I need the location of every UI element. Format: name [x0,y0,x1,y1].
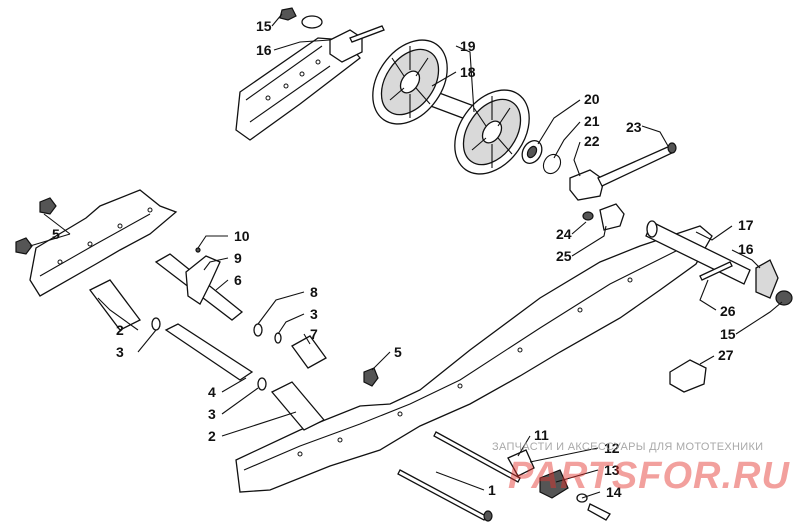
callout-19: 19 [460,38,476,54]
callout-17: 17 [738,217,754,233]
callout-16: 16 [256,42,272,58]
upper-fastener-set [279,7,385,63]
callout-5-b: 5 [394,344,402,360]
callout-5: 5 [52,226,60,242]
callout-26: 26 [720,303,736,319]
block-13 [539,469,569,499]
side-bolt [699,261,733,281]
idler-wheel-rear [372,39,448,125]
washer-3a [274,332,282,344]
callout-22: 22 [584,133,600,149]
rear-adjuster [569,142,677,201]
callout-6: 6 [234,272,242,288]
callout-3-a: 3 [310,306,318,322]
lower-bolts [397,431,611,522]
callout-20: 20 [584,91,600,107]
retaining-ring [542,153,562,175]
rear-axle-assembly [645,220,793,393]
callout-12: 12 [604,440,620,456]
callout-25: 25 [556,248,572,264]
nut-top [279,7,297,21]
callout-3-c: 3 [208,406,216,422]
nut-5b [363,367,379,387]
callout-16-b: 16 [738,241,754,257]
callout-11: 11 [534,427,549,443]
callout-18: 18 [460,64,476,80]
watermark: ЗАПЧАСТИ И АКСЕССУАРЫ ДЛЯ МОТОТЕХНИКИ PA… [492,441,790,497]
washer-top [301,15,323,29]
watermark-logo: PARTSFOR.RU [508,455,790,497]
rear-adjuster-bolt [597,145,675,187]
spacer-2a [89,279,141,331]
small-spacer-block [582,203,625,231]
callout-24: 24 [556,226,572,242]
callout-21: 21 [584,113,600,129]
callout-labels: 15 16 19 18 20 21 22 23 17 16 24 25 26 1… [52,18,754,500]
spacer-7 [291,335,327,369]
shaft-4 [164,323,254,381]
spacer-2b [270,381,326,431]
washer-8 [253,323,263,337]
callout-23: 23 [626,119,642,135]
rear-rail-frame [29,189,713,493]
grease-fitting-10 [195,247,201,253]
callout-7: 7 [310,326,318,342]
upper-rail-section [235,37,361,141]
callout-1: 1 [488,482,496,498]
rear-adjuster-block [569,169,605,201]
watermark-caption: ЗАПЧАСТИ И АКСЕССУАРЫ ДЛЯ МОТОТЕХНИКИ [492,441,763,453]
callout-14: 14 [606,484,622,500]
callout-8: 8 [310,284,318,300]
washer-3b [151,317,161,331]
callout-15-b: 15 [720,326,736,342]
long-bolt-11 [433,431,521,483]
idler-wheel-front [454,89,530,175]
callout-9: 9 [234,250,242,266]
callout-4: 4 [208,384,216,400]
left-nuts [15,197,57,255]
leader-lines [29,13,783,499]
adjuster-bolt [349,25,385,43]
callout-3-b: 3 [116,344,124,360]
callout-2-b: 2 [208,428,216,444]
bearing-ring-set [521,140,562,175]
callout-13: 13 [604,462,620,478]
callout-15: 15 [256,18,272,34]
callout-27: 27 [718,347,734,363]
callout-2-a: 2 [116,322,124,338]
callout-10: 10 [234,228,250,244]
cross-shafts-spacers [89,247,379,431]
bracket-9 [185,255,221,305]
end-cap-large [669,359,707,393]
washer-3c [257,377,267,391]
rear-hub [755,259,779,299]
rear-end-cap [775,290,793,306]
idler-wheel-assembly [372,39,530,175]
long-bolt-1 [397,469,487,521]
